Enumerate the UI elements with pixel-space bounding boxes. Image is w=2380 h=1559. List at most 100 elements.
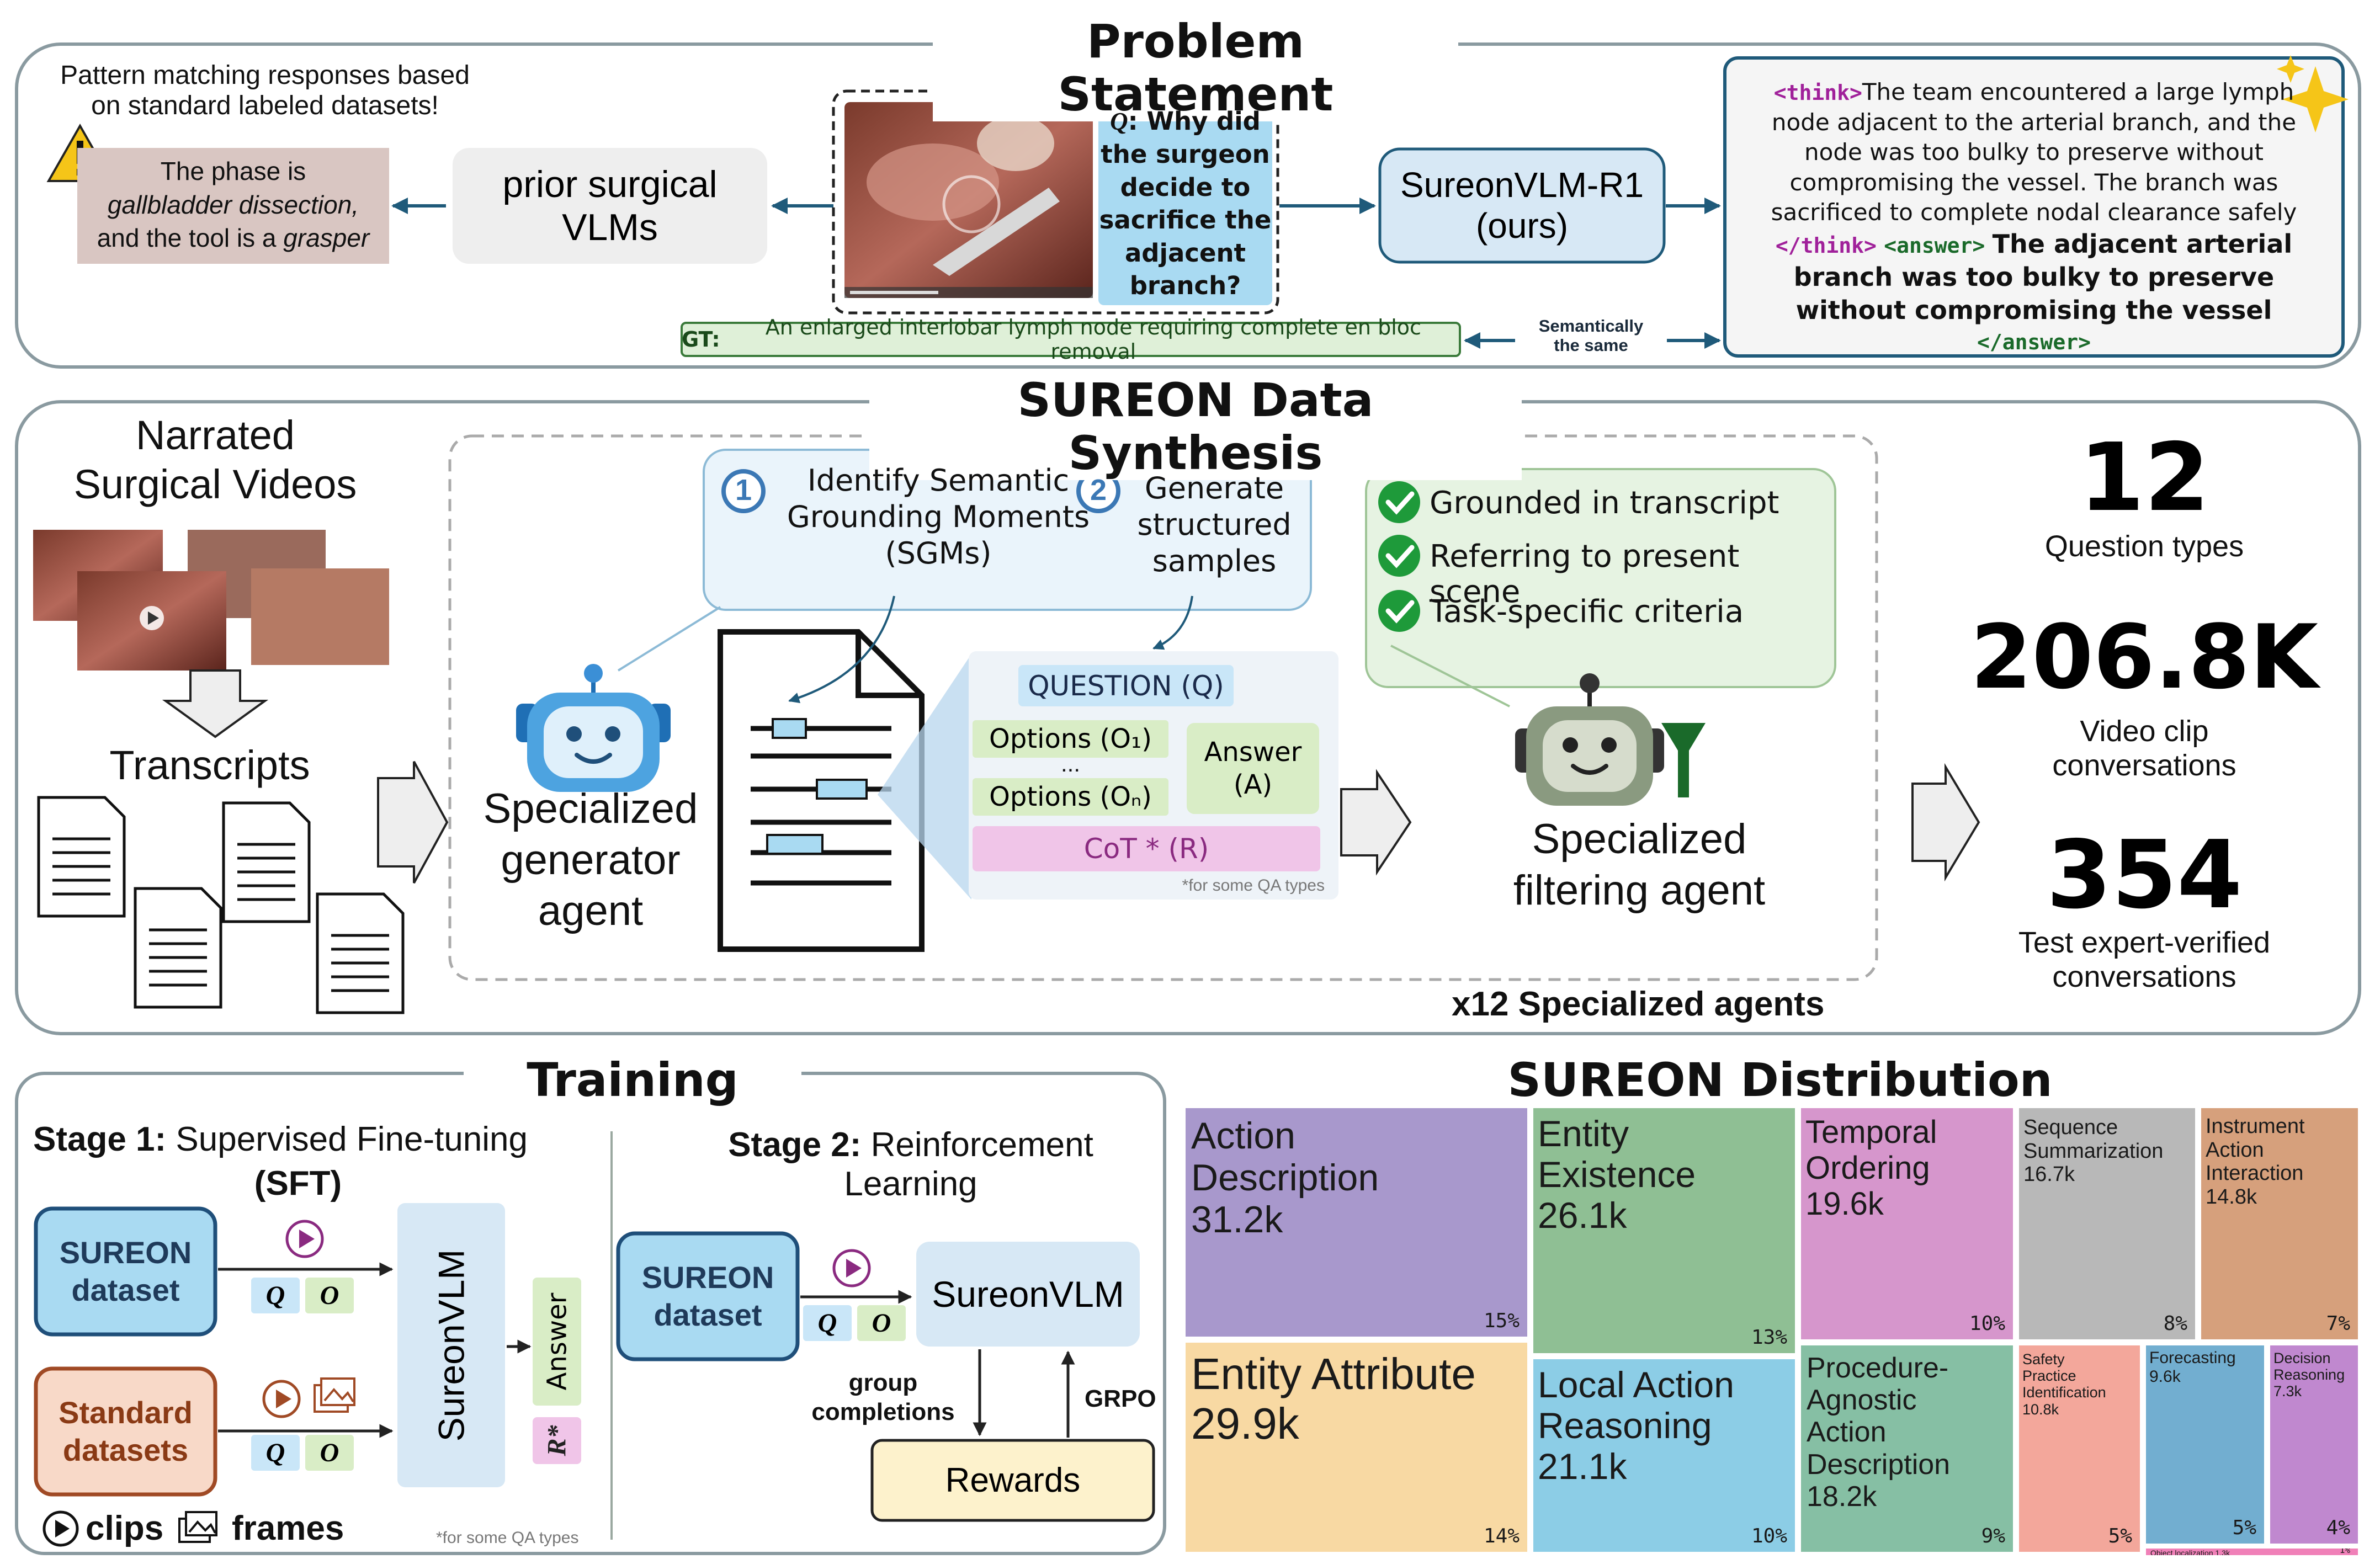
option-n-pill [973, 778, 1168, 816]
step2-label: Generate structured samples [1137, 471, 1292, 578]
think-body: The team encountered a large lymph node … [1771, 78, 2297, 226]
o-label-s1b: O [320, 1438, 339, 1467]
frames-icon-s1 [314, 1377, 355, 1413]
sureon-dataset-box-s1 [34, 1206, 217, 1337]
answer-tag-wrap: Answer [533, 1278, 581, 1406]
criteria-bubble [1365, 468, 1836, 688]
think-text: <think>The team encountered a large lymp… [1752, 77, 2315, 357]
check-icons [1378, 481, 1420, 632]
videos-label: Narrated Surgical Videos [73, 412, 357, 507]
stage1-rest: Supervised Fine-tuning [166, 1120, 528, 1158]
o-label-s1a: O [320, 1281, 339, 1310]
stat-conversations-label: Video clip conversations [2052, 715, 2236, 782]
generator-robot-icon [516, 664, 671, 792]
rewards-box [870, 1439, 1155, 1522]
stage1-bold: Stage 1: [33, 1120, 167, 1158]
filter-robot-icon [1515, 673, 1664, 806]
transcripts-to-generator-arrow [377, 761, 449, 884]
o-chip-s1b [305, 1435, 354, 1471]
o-chip-s1a [305, 1278, 354, 1313]
q-label-s1a: Q [265, 1281, 285, 1310]
criterion-3: Task-specific criteria [1430, 594, 1744, 630]
think-box [1723, 56, 2345, 358]
option-ellipsis: ... [1060, 751, 1080, 776]
question-text: Q: Why did the surgeon decide to sacrifi… [1098, 105, 1272, 302]
cot-label: CoT * (R) [1083, 833, 1209, 865]
sureon-dataset-box-s2 [616, 1231, 800, 1361]
stat-test-label: Test expert-verified conversations [2018, 926, 2271, 993]
standard-datasets-box [34, 1366, 217, 1497]
question-q: Q [1110, 108, 1128, 135]
projection-beam [878, 654, 971, 900]
question-body: : Why did the surgeon decide to sacrific… [1099, 107, 1272, 300]
sureonvlm-s2-box [916, 1242, 1140, 1347]
problem-title: Problem Statement [933, 15, 1458, 121]
prior-answer-box [77, 148, 389, 264]
prior-answer-b: gallbladder dissection, [107, 190, 359, 219]
q-label-s1b: Q [265, 1438, 285, 1467]
gt-box [681, 322, 1461, 357]
x12-label: x12 Specialized agents [1452, 985, 1825, 1023]
stat-test: 354 [2046, 821, 2243, 930]
filter-label: Specialized filtering agent [1513, 816, 1766, 914]
question-box [1098, 98, 1272, 305]
prior-answer-c: and the tool is a [97, 224, 277, 253]
sureon-dataset-label-s1: SUREON dataset [59, 1235, 192, 1307]
clip-legend-icon [42, 1510, 79, 1547]
gt-label: GT: [682, 327, 720, 352]
criteria-pointer [1390, 645, 1510, 707]
gt-body: An enlarged interlobar lymph node requir… [765, 315, 1421, 364]
r-star-tag [533, 1417, 581, 1464]
prior-vlm-box [453, 148, 767, 264]
standard-datasets-label: Standard datasets [59, 1395, 193, 1467]
sureonvlm-s1-box [397, 1203, 505, 1487]
clip-icon-s1b [262, 1380, 301, 1418]
stage2-title: Stage 2: Reinforcement Learning [668, 1126, 1154, 1204]
step2-num: 2 [1090, 473, 1107, 507]
stage1-abbr: (SFT) [254, 1164, 342, 1202]
surgical-video-frame [844, 102, 1093, 298]
answer-tag-label: Answer [541, 1292, 573, 1391]
funnel-icon [1661, 723, 1706, 797]
grpo-label: GRPO [1085, 1385, 1156, 1412]
prior-note: Pattern matching responses based on stan… [60, 61, 470, 120]
stage1-title: Stage 1: Supervised Fine-tuning [33, 1120, 585, 1159]
cot-pill [973, 826, 1320, 871]
stat-conversations: 206.8K [1970, 605, 2319, 709]
sureonvlm-s2-label: SureonVLM [932, 1274, 1124, 1315]
r-star-wrap: R* [533, 1417, 581, 1464]
ours-label: SureonVLM-R1 (ours) [1400, 164, 1644, 246]
step1-num: 1 [735, 473, 752, 507]
criterion-2: Referring to present scene [1430, 539, 1740, 610]
stat-question-types-label: Question types [2044, 530, 2244, 563]
answer-pill [1187, 723, 1319, 814]
sparkle-icon [2277, 55, 2349, 132]
rewards-label: Rewards [945, 1461, 1081, 1499]
transcripts-label: Transcripts [109, 742, 310, 788]
sureonvlm-s1-label: SureonVLM [431, 1249, 472, 1441]
answer-tag [533, 1278, 581, 1406]
clip-icon-s2 [832, 1249, 871, 1287]
question-pill [1018, 665, 1234, 706]
videos-to-transcripts-arrow [162, 669, 269, 738]
o-label-s2: O [872, 1308, 891, 1338]
ours-box [1378, 147, 1666, 264]
prior-answer-a: The phase is [160, 157, 306, 185]
o-chip-s2 [857, 1305, 906, 1341]
synthesis-title: SUREON Data Synthesis [869, 374, 1522, 480]
group-label: group completions [811, 1369, 955, 1425]
frames-legend-icon [178, 1511, 217, 1543]
semantic-label: Semantically the same [1538, 316, 1644, 355]
training-title: Training [464, 1053, 801, 1107]
prior-answer-d: grasper [283, 224, 370, 253]
q-chip-s1b [251, 1435, 300, 1471]
answer-close-tag: </answer> [1977, 330, 2091, 355]
